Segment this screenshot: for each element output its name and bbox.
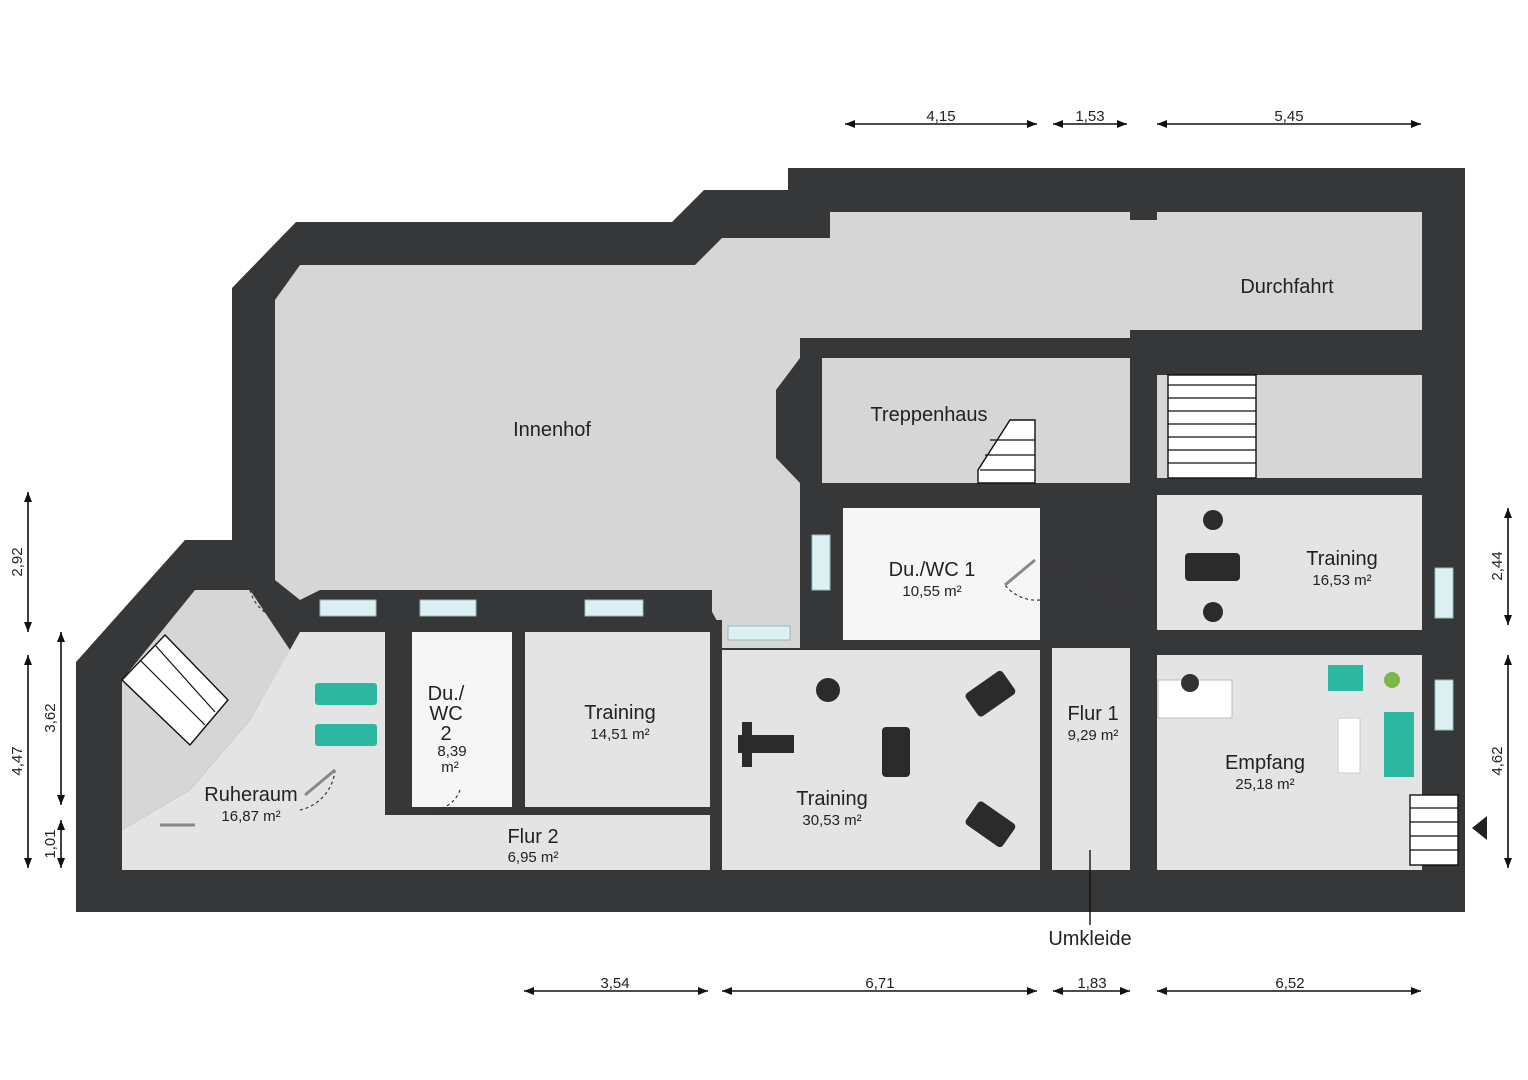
room-name-training-w: Training [584, 702, 656, 724]
staircase-icon [121, 633, 229, 747]
staircase-icon [1409, 794, 1459, 866]
room-area-duwc1: 10,55 m² [902, 583, 961, 600]
dim-top-1: 4,15 [926, 108, 955, 125]
dim-bottom-2: 6,71 [865, 975, 894, 992]
room-name-duwc2-line2: WC [429, 703, 462, 725]
room-area-empfang: 25,18 m² [1235, 776, 1294, 793]
staircase-icon [1167, 374, 1257, 479]
room-name-duwc2-line3: 2 [440, 723, 451, 745]
dim-left-3: 4,47 [9, 746, 26, 775]
dim-bottom-3: 1,83 [1077, 975, 1106, 992]
treadmill-icon [882, 553, 1240, 848]
room-area-training-ne: 16,53 m² [1312, 572, 1371, 589]
partitions [320, 495, 1465, 870]
room-name-ruheraum: Ruheraum [204, 784, 297, 806]
dimensions-left: 2,92 3,62 4,47 1,01 [9, 492, 65, 868]
room-area-training-w: 14,51 m² [590, 726, 649, 743]
reception-chair-icon [1181, 674, 1199, 692]
plant-icon [1384, 672, 1400, 688]
exercise-bike-icon [816, 510, 1223, 702]
room-name-training-ne: Training [1306, 548, 1378, 570]
dimensions-bottom: 3,54 6,71 1,83 6,52 [524, 975, 1421, 995]
dim-left-1: 2,92 [9, 547, 26, 576]
dim-left-4: 1,01 [42, 829, 59, 858]
room-area-flur1: 9,29 m² [1068, 727, 1119, 744]
room-name-innenhof: Innenhof [513, 419, 591, 441]
dim-bottom-1: 3,54 [600, 975, 629, 992]
sofa-icon [1328, 665, 1414, 777]
dimensions-right: 2,44 4,62 [1489, 508, 1512, 868]
dim-bottom-4: 6,52 [1275, 975, 1304, 992]
dim-top-2: 1,53 [1075, 108, 1104, 125]
room-name-durchfahrt: Durchfahrt [1240, 276, 1334, 298]
room-name-flur1: Flur 1 [1067, 703, 1118, 725]
room-name-duwc2-line1: Du./ [428, 683, 465, 705]
room-name-duwc1: Du./WC 1 [889, 559, 976, 581]
room-area-ruheraum: 16,87 m² [221, 808, 280, 825]
room-area-flur2: 6,95 m² [508, 849, 559, 866]
dim-left-2: 3,62 [42, 703, 59, 732]
weight-bench-icon [738, 722, 794, 767]
dimensions-top: 4,15 1,53 5,45 [845, 108, 1421, 128]
room-labels: Innenhof Durchfahrt Treppenhaus Du./WC 1… [204, 276, 1377, 950]
staircase-icon [977, 419, 1036, 484]
room-name-treppenhaus: Treppenhaus [870, 404, 987, 426]
lounger-icon [315, 683, 377, 746]
doors [160, 558, 1041, 827]
room-area-duwc2-line2: m² [441, 759, 459, 776]
dim-right-2: 4,62 [1489, 746, 1506, 775]
dim-top-3: 5,45 [1274, 108, 1303, 125]
room-area-training-c: 30,53 m² [802, 812, 861, 829]
room-name-empfang: Empfang [1225, 752, 1305, 774]
room-name-umkleide: Umkleide [1048, 928, 1131, 950]
windows [319, 534, 1454, 731]
inner-walls [776, 212, 1465, 598]
room-name-training-c: Training [796, 788, 868, 810]
entrance-arrow-icon [1472, 816, 1487, 840]
dim-right-1: 2,44 [1489, 551, 1506, 580]
room-area-duwc2-line1: 8,39 [437, 743, 466, 760]
room-name-flur2: Flur 2 [507, 826, 558, 848]
